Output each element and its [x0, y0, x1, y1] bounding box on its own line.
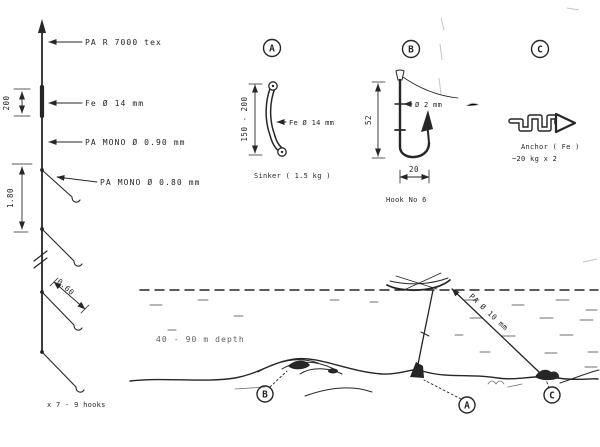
- hook-spade-eye: [395, 69, 405, 81]
- hook-detail: B 52 Ø 2 mm 20 Hook No 6: [364, 17, 480, 204]
- hook-barb: [421, 110, 433, 132]
- badge-a-circle: [262, 38, 282, 58]
- dim-tick: [49, 277, 59, 287]
- anchor-rope: [451, 288, 540, 373]
- sinker-top-hole: [271, 84, 275, 88]
- sinker-bar-inner: [266, 85, 283, 152]
- badge-a-label: A: [269, 44, 275, 55]
- hook-length-dim: 52: [364, 115, 373, 125]
- anchor-detail: C Anchor ( Fe ) ~20 kg x 2: [508, 39, 580, 163]
- snood-with-hook: [41, 291, 83, 331]
- fe-sinker-label: Fe Ø 14 mm: [85, 98, 144, 108]
- sinker-caption: Sinker ( 1.5 kg ): [254, 172, 331, 180]
- hook-wire-label: Ø 2 mm: [415, 101, 442, 109]
- anchor-caption: Anchor ( Fe ): [521, 143, 580, 151]
- boat: [386, 272, 451, 292]
- knot: [39, 113, 45, 119]
- hook-bend: [398, 141, 431, 159]
- anchor-cone-tip: [554, 112, 577, 134]
- scene-mainline: [416, 289, 434, 371]
- snood-length-dim: 0.60: [55, 277, 76, 297]
- scene-badge-b-label: B: [262, 390, 268, 401]
- leader-dotted: [423, 379, 462, 400]
- snood-with-hook: [41, 228, 83, 267]
- hooks-count-note: x 7 - 9 hooks: [47, 401, 106, 409]
- dim-tick: [80, 304, 90, 314]
- scene-badge-a-circle: [458, 396, 476, 414]
- seabed-weeds: [234, 380, 523, 390]
- snood-with-hook: [41, 351, 85, 393]
- snood-with-hook: [41, 169, 81, 203]
- mono-090-label: PA MONO Ø 0.90 mm: [85, 137, 186, 147]
- anchor-rope-label: PA Ø 10 mm: [467, 292, 510, 333]
- depth-label: 40 - 90 m depth: [156, 335, 245, 344]
- badge-c-label: C: [537, 45, 543, 56]
- sinker-material-label: Fe Ø 14 mm: [289, 119, 334, 127]
- sinker-length-dim: 150 - 200: [240, 96, 249, 141]
- hook-snood-line: [399, 74, 459, 99]
- seabed-line: [129, 357, 599, 382]
- dim-line: [53, 281, 86, 310]
- boat-rigging: [395, 272, 442, 291]
- mainline-material-label: PA R 7000 tex: [85, 38, 162, 47]
- line-break-icon: [33, 250, 48, 269]
- badge-c-circle: [530, 39, 550, 59]
- rock-clump: [328, 368, 338, 374]
- mainline-construction-detail: PA R 7000 tex Fe Ø 14 mm PA MONO Ø 0.90 …: [2, 19, 201, 409]
- deployment-scene: PA Ø 10 mm 40 - 90 m depth B A C: [129, 7, 600, 414]
- scene-badge-c-label: C: [549, 391, 555, 402]
- water-texture: [149, 299, 599, 368]
- arrow-up-icon: [38, 19, 46, 33]
- scan-artifact: [438, 17, 480, 107]
- sinker-bottom-hole: [280, 150, 284, 154]
- badge-b-circle: [401, 39, 421, 59]
- scene-badge-a-label: A: [464, 401, 470, 412]
- knot: [39, 84, 45, 90]
- boat-hull: [386, 279, 451, 292]
- hook-caption: Hook No 6: [386, 196, 427, 204]
- sinker-detail: A 150 - 200 Fe Ø 14 mm Sinker ( 1.5 kg ): [240, 38, 334, 180]
- badge-b-label: B: [408, 45, 414, 56]
- rock-clump: [288, 360, 310, 370]
- mono-080-label: PA MONO Ø 0.80 mm: [100, 177, 201, 187]
- leader-line: [56, 174, 98, 183]
- scene-badge-c-circle: [543, 386, 561, 404]
- leader-dotted: [269, 370, 288, 388]
- leader-dotted: [544, 376, 550, 389]
- hook-width-dim: 20: [409, 165, 419, 174]
- anchor-weight: ~20 kg x 2: [512, 155, 557, 163]
- seabed-rocks: [257, 359, 600, 397]
- scene-badge-b-circle: [256, 385, 274, 403]
- anchor-body-inner: [509, 115, 559, 131]
- fe-length-dim: 200: [2, 95, 11, 110]
- spacing-dim: 1.80: [6, 188, 15, 208]
- scan-artifact: [566, 7, 598, 263]
- mainline-tick: [420, 331, 430, 337]
